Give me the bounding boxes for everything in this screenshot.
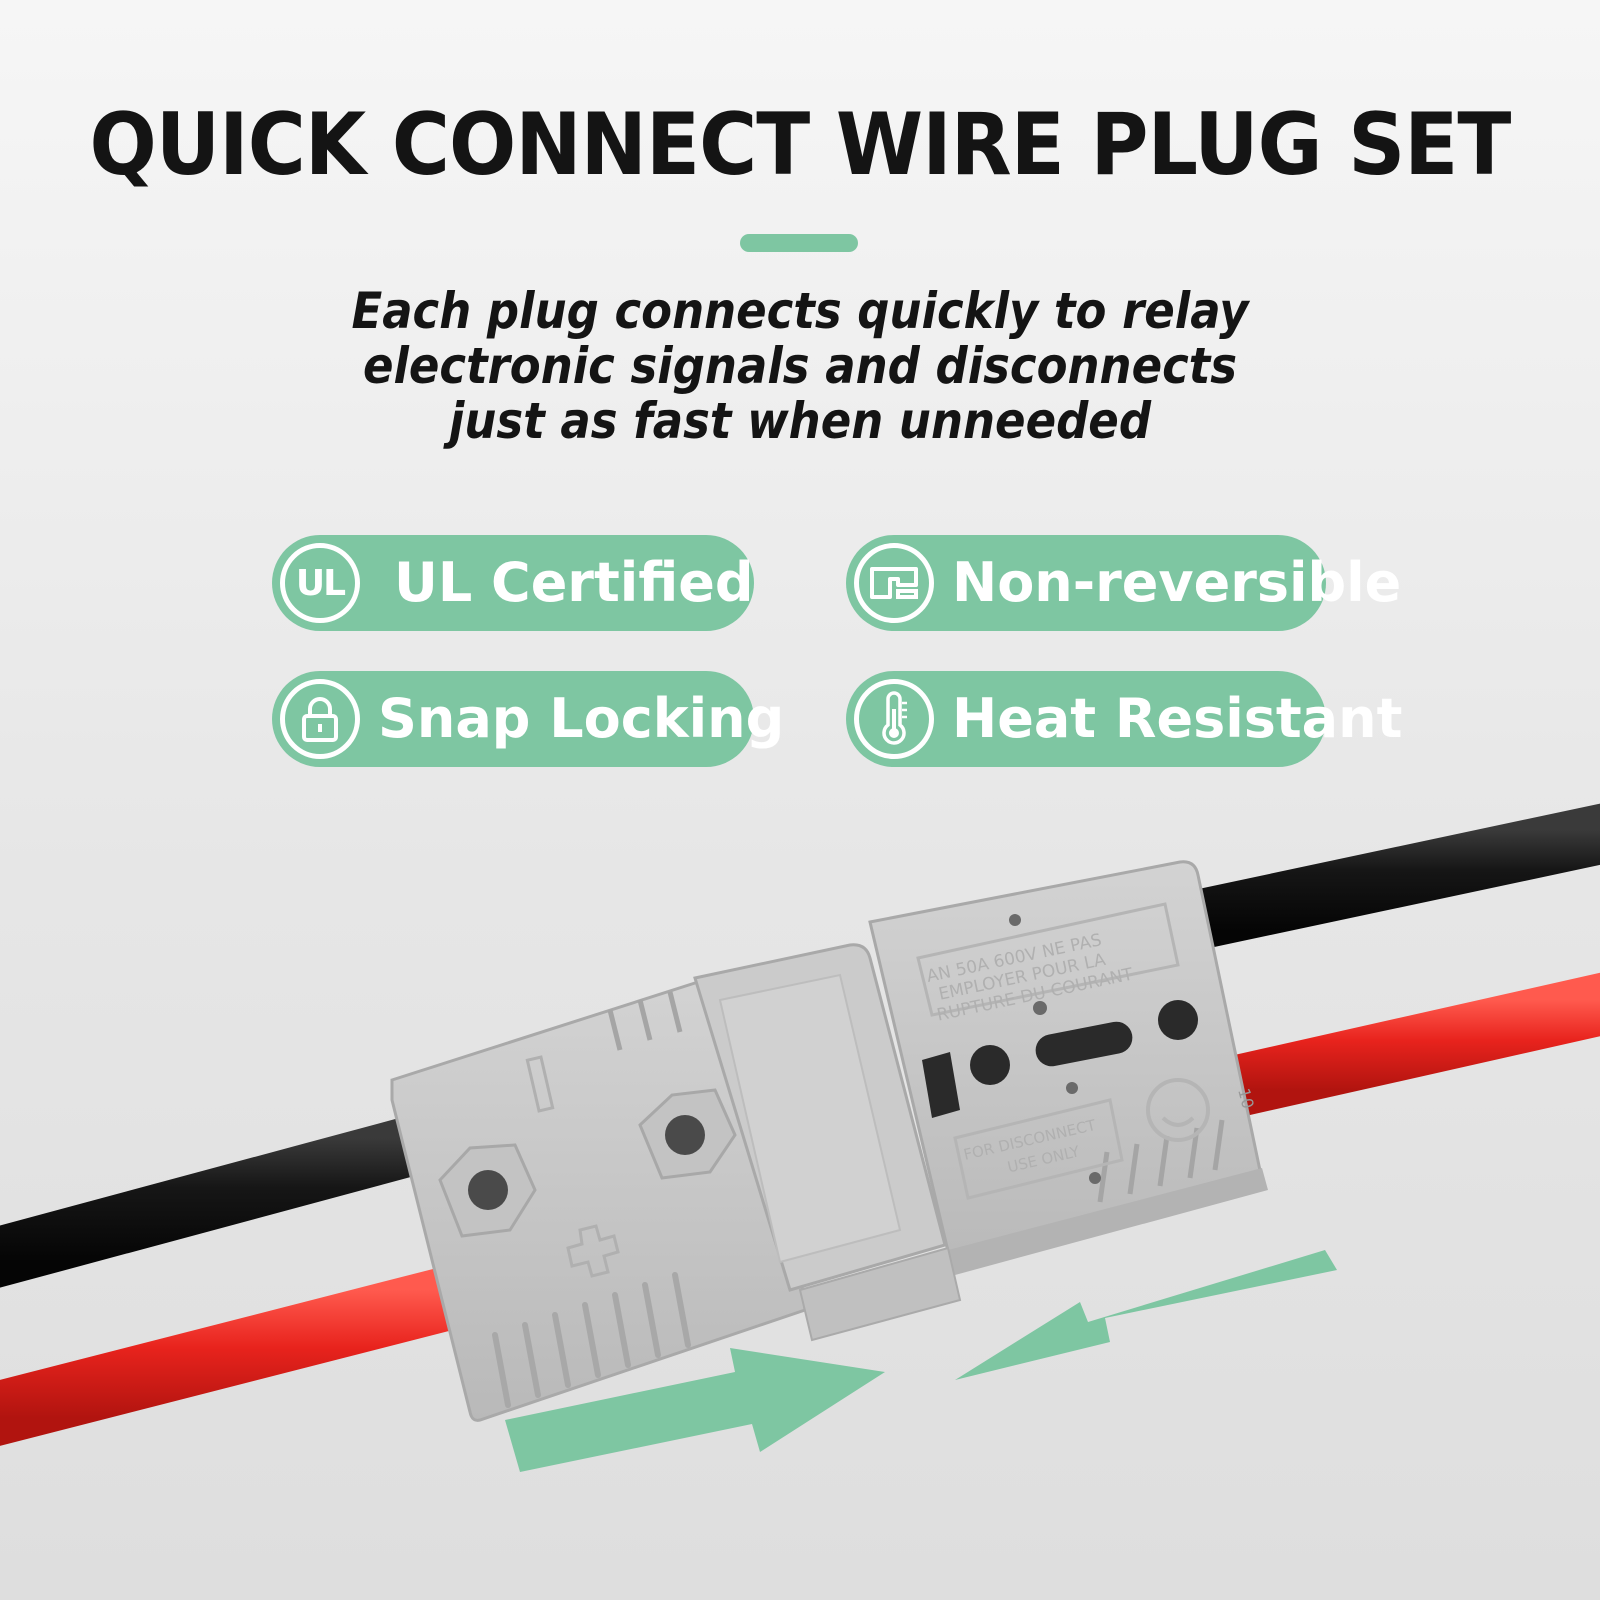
push-arrow-right-icon [505,1348,885,1472]
black-wire-right [1143,803,1600,960]
thermometer-icon [854,679,934,759]
housing-logo-icon [1146,1078,1210,1142]
badge-non-reversible: Non-reversible [846,535,1401,631]
page-title: QUICK CONNECT WIRE PLUG SET [89,95,1512,195]
plus-polarity-icon [566,1224,620,1278]
red-wire-right [1213,972,1600,1121]
badge-label: Heat Resistant [952,687,1403,750]
badge-label: Non-reversible [952,551,1402,614]
push-arrow-left-icon [955,1250,1337,1380]
housing-side-mark: 10 [1234,1086,1258,1111]
badge-snap-locking: Snap Locking [272,671,784,767]
padlock-icon [280,679,360,759]
page-subtitle: Each plug connects quickly to relay elec… [351,282,1249,450]
non-reversible-icon [854,543,934,623]
badge-ul-certified: UL UL Certified [272,535,754,631]
badge-label: Snap Locking [378,687,785,750]
minus-polarity-icon [525,1055,555,1113]
badge-heat-resistant: Heat Resistant [846,671,1402,767]
right-connector-housing: AN 50A 600V NE PAS EMPLOYER POUR LA RUPT… [868,860,1268,1275]
left-connector-housing [390,943,962,1422]
ul-certified-icon: UL [280,543,360,623]
connector-illustration: AN 50A 600V NE PAS EMPLOYER POUR LA RUPT… [0,803,1600,1472]
title-divider [740,234,858,252]
ul-icon-text: UL [295,562,346,604]
black-wire-left [0,1109,448,1288]
badge-label: UL Certified [394,551,754,614]
red-wire-left [0,1258,488,1446]
